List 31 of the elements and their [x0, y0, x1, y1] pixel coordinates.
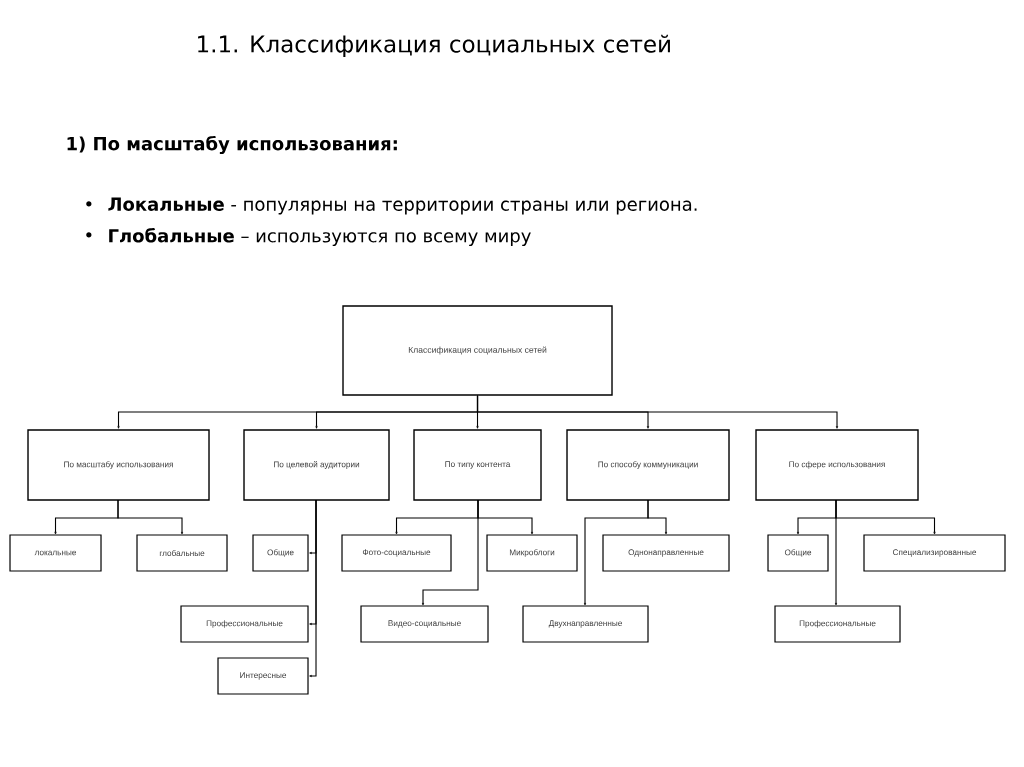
box: Специализированные — [863, 534, 1006, 572]
title: 1.1. Классификация социальных сетей — [198, 34, 670, 58]
box: По сфере использования — [755, 429, 919, 501]
box: Микроблоги — [486, 534, 578, 572]
box: По способу коммуникации — [566, 429, 730, 501]
box: Интересные — [217, 657, 309, 695]
arrow — [583, 499, 649, 606]
heading: 1) По масштабу использования: — [67, 135, 397, 155]
box: По типу контента — [413, 429, 542, 501]
bullet-text: Глобальные – используются по всему миру — [109, 228, 531, 246]
box: По масштабу использования — [27, 429, 210, 501]
box: Общие — [767, 534, 829, 572]
arrow — [117, 499, 184, 535]
box: Профессиональные — [180, 605, 309, 643]
box: По целевой аудитории — [243, 429, 390, 501]
box: локальные — [9, 534, 102, 572]
arrow — [834, 499, 838, 606]
box: Классификация социальных сетей — [342, 305, 613, 396]
box: Видео-социальные — [360, 605, 489, 643]
box: Профессиональные — [774, 605, 901, 643]
arrow — [309, 499, 317, 678]
arrow — [476, 395, 839, 429]
arrow — [421, 499, 479, 606]
bullet-text: Локальные - популярны на территории страны или региона. — [108, 197, 697, 215]
box: Двухнаправленные — [522, 605, 649, 643]
box: Однонаправленные — [602, 534, 730, 572]
box: Фото-социальные — [341, 534, 452, 572]
bullet: • — [86, 232, 92, 238]
box: Общие — [252, 534, 309, 572]
box: глобальные — [136, 534, 228, 572]
bullet: • — [86, 201, 92, 207]
